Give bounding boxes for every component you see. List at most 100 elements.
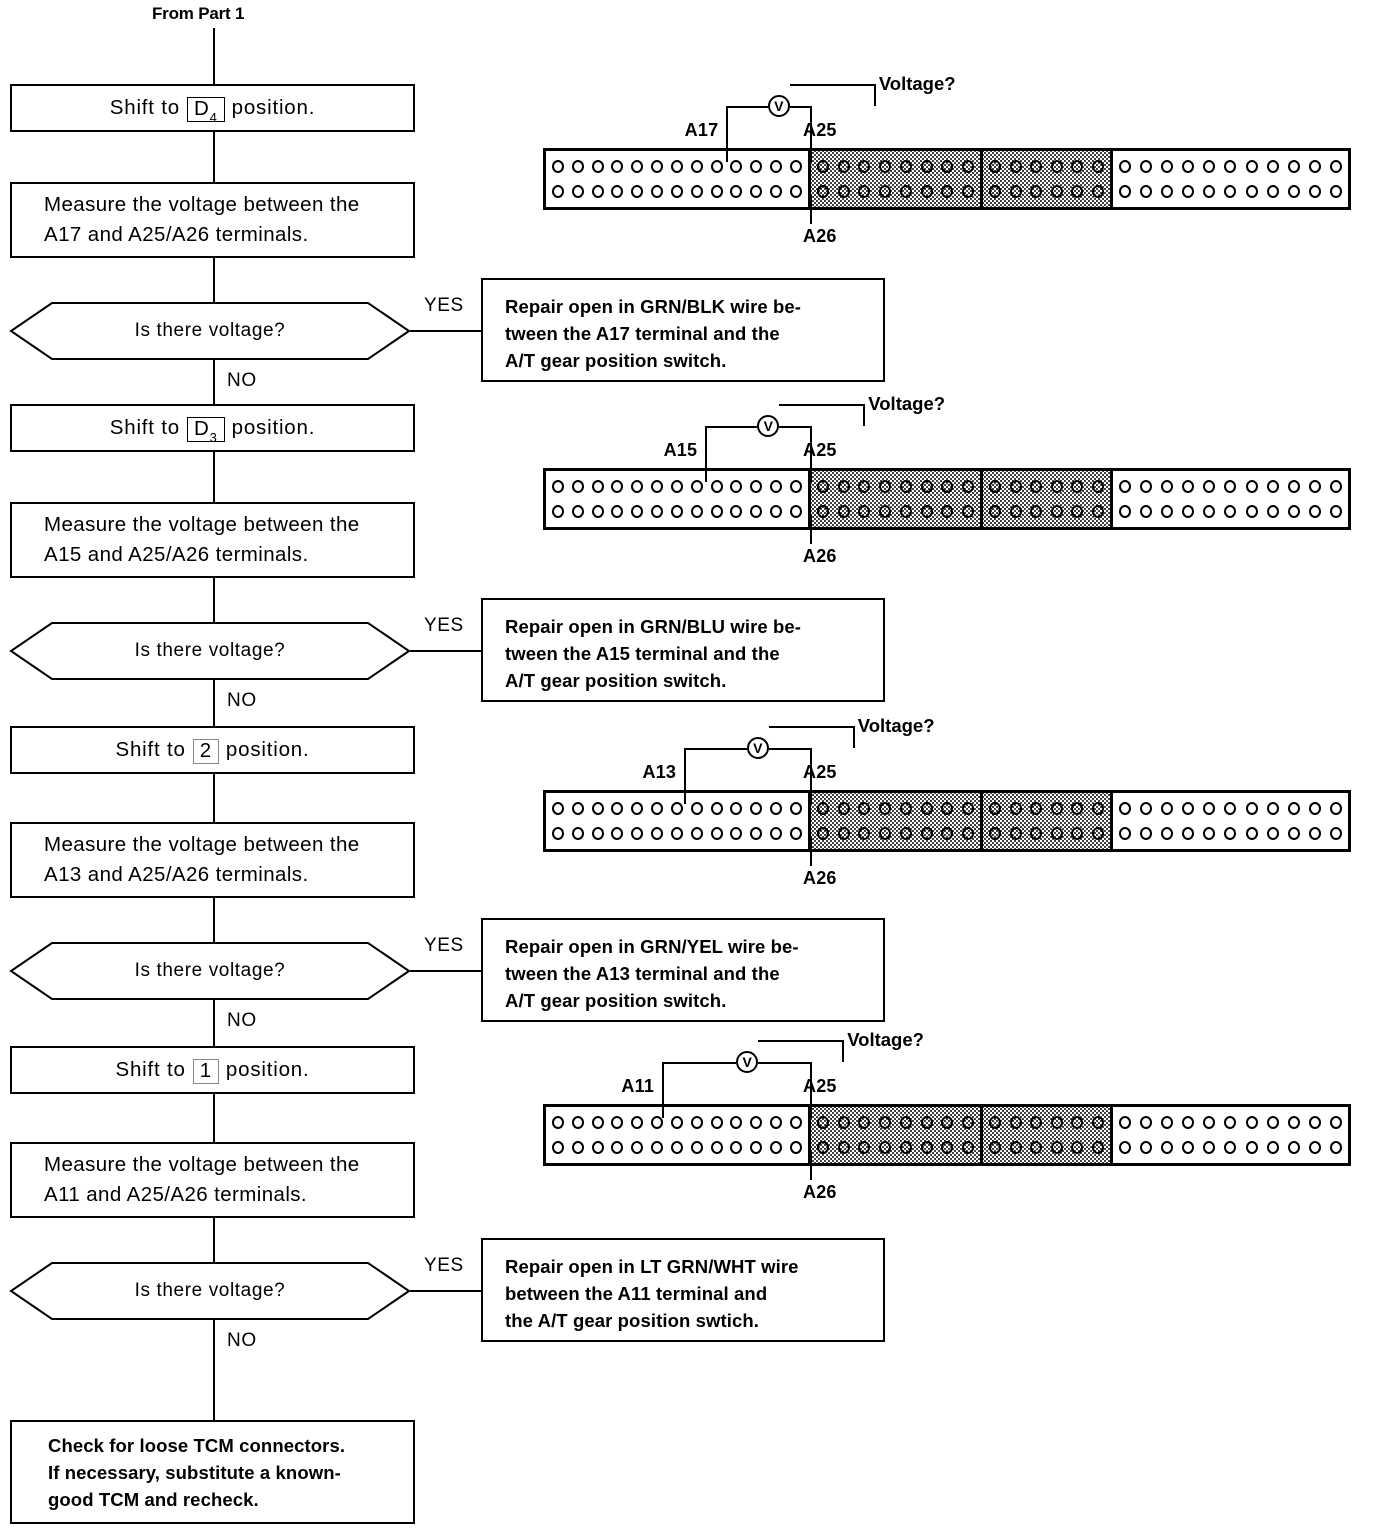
- meter-lead-drop: [863, 404, 866, 426]
- connector-pin: [611, 160, 624, 174]
- meter-lead-right: [768, 748, 812, 750]
- connector-pin: [670, 480, 683, 494]
- connector-pin: [690, 826, 703, 840]
- line-yes-branch: [410, 1290, 481, 1292]
- connector-pin: [1245, 1140, 1258, 1154]
- pin-label-bottom: A26: [803, 868, 837, 888]
- connector-pin: [1308, 826, 1321, 840]
- no-branch-label: NO: [227, 370, 257, 391]
- connector-pin: [817, 826, 829, 840]
- connector-pin-row: [989, 1138, 1104, 1156]
- decision-question-text: Is there voltage?: [134, 640, 286, 661]
- connector-pin-row: [552, 1138, 802, 1156]
- gear-letter: 2: [199, 738, 212, 762]
- connector-pin-row: [989, 824, 1104, 842]
- decision-question-text: Is there voltage?: [134, 960, 286, 981]
- connector-pin: [989, 1140, 1001, 1154]
- gear-position-tag: D3: [187, 416, 225, 444]
- connector-pin: [631, 1116, 644, 1130]
- connector-pin: [552, 1140, 564, 1154]
- connector-pin: [571, 480, 584, 494]
- connector-pin: [1266, 160, 1279, 174]
- connector-pin: [730, 802, 743, 816]
- connector-pin: [1009, 504, 1022, 518]
- measure-voltage-box: Measure the voltage between the A17 and …: [10, 182, 415, 258]
- connector-pin: [770, 504, 783, 518]
- entry-connector-line: [213, 28, 215, 84]
- connector-pin: [1308, 184, 1321, 198]
- connector-body: [543, 790, 1351, 852]
- pin-label-right: A25: [803, 762, 837, 782]
- lead-left-pin: [662, 1062, 665, 1118]
- connector-pin: [837, 504, 850, 518]
- connector-pin: [1182, 1140, 1195, 1154]
- connector-pin: [941, 184, 954, 198]
- connector-pin: [1329, 1140, 1342, 1154]
- connector-pin: [750, 826, 763, 840]
- connector-pin: [1140, 184, 1153, 198]
- pin-label-left: A17: [684, 120, 719, 140]
- connector-pin-row: [989, 1114, 1104, 1132]
- connector-pin: [817, 1116, 829, 1130]
- no-branch-label: NO: [227, 1330, 257, 1351]
- connector-pin: [941, 1116, 954, 1130]
- connector-pin: [789, 1140, 802, 1154]
- connector-pin: [1119, 1140, 1131, 1154]
- connector-pin: [690, 1140, 703, 1154]
- connector-segment-1: [546, 1107, 811, 1163]
- connector-pin: [920, 1140, 933, 1154]
- connector-pin: [961, 184, 974, 198]
- connector-pin-row: [1119, 1114, 1342, 1132]
- connector-pin: [858, 1116, 871, 1130]
- meter-lead-to-label: [758, 1040, 845, 1042]
- measure-voltage-box: Measure the voltage between the A15 and …: [10, 502, 415, 578]
- decision-question-text: Is there voltage?: [134, 320, 286, 341]
- connector-pin: [1050, 826, 1063, 840]
- lead-bottom-pin: [810, 514, 812, 544]
- connector-pin: [670, 802, 683, 816]
- connector-pin: [961, 1140, 974, 1154]
- measure-voltage-text: Measure the voltage between the A11 and …: [44, 1153, 360, 1206]
- connector-pin-row: [552, 478, 802, 496]
- connector-pin: [879, 802, 892, 816]
- lead-bottom-pin: [810, 194, 812, 224]
- connector-pin: [1308, 480, 1321, 494]
- connector-pin: [1161, 802, 1174, 816]
- connector-pin: [710, 480, 723, 494]
- connector-pin: [611, 480, 624, 494]
- repair-result-text: Repair open in GRN/YEL wire be- tween th…: [505, 936, 799, 1011]
- connector-pin: [670, 160, 683, 174]
- connector-pin: [552, 826, 564, 840]
- connector-segment-1: [546, 151, 811, 207]
- connector-pin: [1119, 480, 1131, 494]
- connector-pin: [1329, 504, 1342, 518]
- connector-pin-row: [552, 182, 802, 200]
- connector-pin: [1119, 184, 1131, 198]
- connector-pin: [1224, 184, 1237, 198]
- connector-pin: [770, 1140, 783, 1154]
- connector-pin-row: [989, 502, 1104, 520]
- connector-pin: [1329, 1116, 1342, 1130]
- connector-segment-4: [1113, 471, 1348, 527]
- connector-pin: [789, 480, 802, 494]
- connector-pin: [1182, 826, 1195, 840]
- connector-pin: [1308, 1116, 1321, 1130]
- connector-pin: [1140, 480, 1153, 494]
- connector-pin-row: [817, 158, 974, 176]
- connector-body: [543, 148, 1351, 210]
- connector-pin: [1182, 160, 1195, 174]
- meter-lead-drop: [842, 1040, 845, 1062]
- connector-pin: [1050, 1116, 1063, 1130]
- connector-pin: [1119, 160, 1131, 174]
- connector-pin-row: [989, 158, 1104, 176]
- connector-pin: [817, 1140, 829, 1154]
- connector-pin: [1030, 504, 1043, 518]
- connector-pin: [989, 160, 1001, 174]
- connector-pin: [571, 1140, 584, 1154]
- connector-pin: [670, 504, 683, 518]
- connector-pin: [1203, 480, 1216, 494]
- line-shift-to-measure: [213, 132, 215, 182]
- connector-pin: [730, 480, 743, 494]
